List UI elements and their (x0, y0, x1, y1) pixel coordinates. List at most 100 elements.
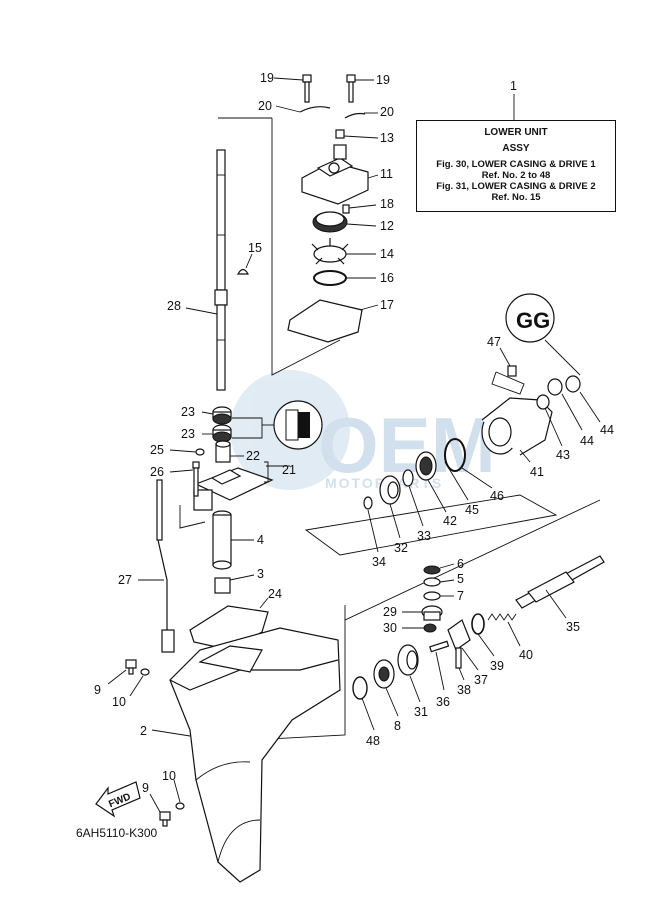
bushing-23-lower (212, 424, 232, 443)
callout-labels: 19 19 20 20 13 11 18 12 14 16 17 15 (94, 71, 614, 813)
washer-10-lower (175, 802, 185, 810)
forward-gear (397, 644, 419, 676)
shift-rod (156, 479, 175, 653)
propeller-shaft (515, 555, 605, 609)
shim-7 (423, 591, 441, 601)
spring-40 (487, 613, 517, 621)
callout-20-right: 20 (380, 105, 394, 119)
circlip-34 (363, 496, 373, 510)
callout-10-upper: 10 (112, 695, 126, 709)
callout-31: 31 (414, 705, 428, 719)
callout-12: 12 (380, 219, 394, 233)
callout-44-left: 44 (580, 434, 594, 448)
fwd-arrow-icon (95, 781, 141, 818)
pin-18 (342, 204, 350, 214)
bolt-9-lower (159, 811, 171, 827)
info-fig31: Fig. 31, LOWER CASING & DRIVE 2 (436, 181, 596, 192)
callout-34: 34 (372, 555, 386, 569)
grease-point-icon-2: GG (505, 293, 581, 376)
bearing-8 (373, 659, 395, 689)
grease-point-icon (262, 400, 323, 450)
collar-22 (215, 440, 231, 463)
plate-20-left (299, 106, 331, 113)
callout-41: 41 (530, 465, 544, 479)
water-pump-housing (301, 144, 369, 205)
callout-2: 2 (140, 724, 147, 738)
washer-5 (423, 577, 441, 587)
bearing-42 (415, 451, 437, 481)
bracket-line (179, 505, 206, 529)
callout-9-lower: 9 (142, 781, 149, 795)
callout-43: 43 (556, 448, 570, 462)
washer-10-upper (140, 668, 150, 676)
callout-47: 47 (487, 335, 501, 349)
info-subtitle: ASSY (502, 143, 530, 154)
callout-30: 30 (383, 621, 397, 635)
callout-8: 8 (394, 719, 401, 733)
info-title: LOWER UNIT (484, 127, 548, 138)
callout-27: 27 (118, 573, 132, 587)
reverse-gear (379, 475, 401, 505)
callout-32: 32 (394, 541, 408, 555)
callout-40: 40 (519, 648, 533, 662)
callout-26: 26 (150, 465, 164, 479)
water-tube-sleeve-4 (212, 510, 232, 570)
water-pump-group-line (271, 118, 341, 376)
o-ring-46 (444, 438, 466, 472)
callout-42: 42 (443, 514, 457, 528)
bolt-26 (192, 461, 200, 497)
callout-48: 48 (366, 734, 380, 748)
callout-4: 4 (257, 533, 264, 547)
callout-10-lower: 10 (162, 769, 176, 783)
callout-38: 38 (457, 683, 471, 697)
callout-46: 46 (490, 489, 504, 503)
callout-20-left: 20 (258, 99, 272, 113)
impeller (311, 238, 349, 265)
dog-clutch (447, 619, 471, 651)
nut-6 (423, 565, 441, 575)
bushing-23-upper (212, 406, 232, 425)
info-fig30-ref: Ref. No. 2 to 48 (481, 170, 551, 181)
callout-15: 15 (248, 241, 262, 255)
outer-plate-cartridge (287, 299, 363, 343)
callout-23-upper: 23 (181, 405, 195, 419)
callout-7: 7 (457, 589, 464, 603)
o-ring-25 (195, 448, 205, 456)
gear-group-outline (304, 494, 558, 556)
callout-1: 1 (510, 79, 517, 93)
pin-38 (455, 647, 462, 669)
callout-22: 22 (246, 449, 260, 463)
callout-9-upper: 9 (94, 683, 101, 697)
callout-29: 29 (383, 605, 397, 619)
callout-33: 33 (417, 529, 431, 543)
bolt-9-upper (125, 659, 137, 675)
callout-24: 24 (268, 587, 282, 601)
callout-11: 11 (380, 167, 393, 181)
insert-cartridge (335, 129, 345, 139)
callout-16: 16 (380, 271, 394, 285)
assembly-info-box: LOWER UNIT ASSY Fig. 30, LOWER CASING & … (416, 120, 616, 212)
callout-5: 5 (457, 572, 464, 586)
callout-17: 17 (380, 298, 394, 312)
callout-13: 13 (380, 131, 394, 145)
callout-28: 28 (167, 299, 181, 313)
o-ring-16 (313, 270, 347, 286)
bolt-19-right (346, 74, 356, 103)
shim-33 (402, 469, 414, 487)
callout-35: 35 (566, 620, 580, 634)
callout-21: 21 (282, 463, 296, 477)
callout-14: 14 (380, 247, 394, 261)
callout-36: 36 (436, 695, 450, 709)
propeller-shaft-housing (481, 397, 553, 456)
callout-45: 45 (465, 503, 479, 517)
info-fig31-ref: Ref. No. 15 (491, 192, 541, 203)
bushing-3 (214, 577, 231, 594)
pinion-29 (421, 605, 443, 621)
callout-39: 39 (490, 659, 504, 673)
callout-18: 18 (380, 197, 394, 211)
callout-3: 3 (257, 567, 264, 581)
callout-19-right: 19 (376, 73, 390, 87)
drive-shaft (214, 149, 228, 391)
